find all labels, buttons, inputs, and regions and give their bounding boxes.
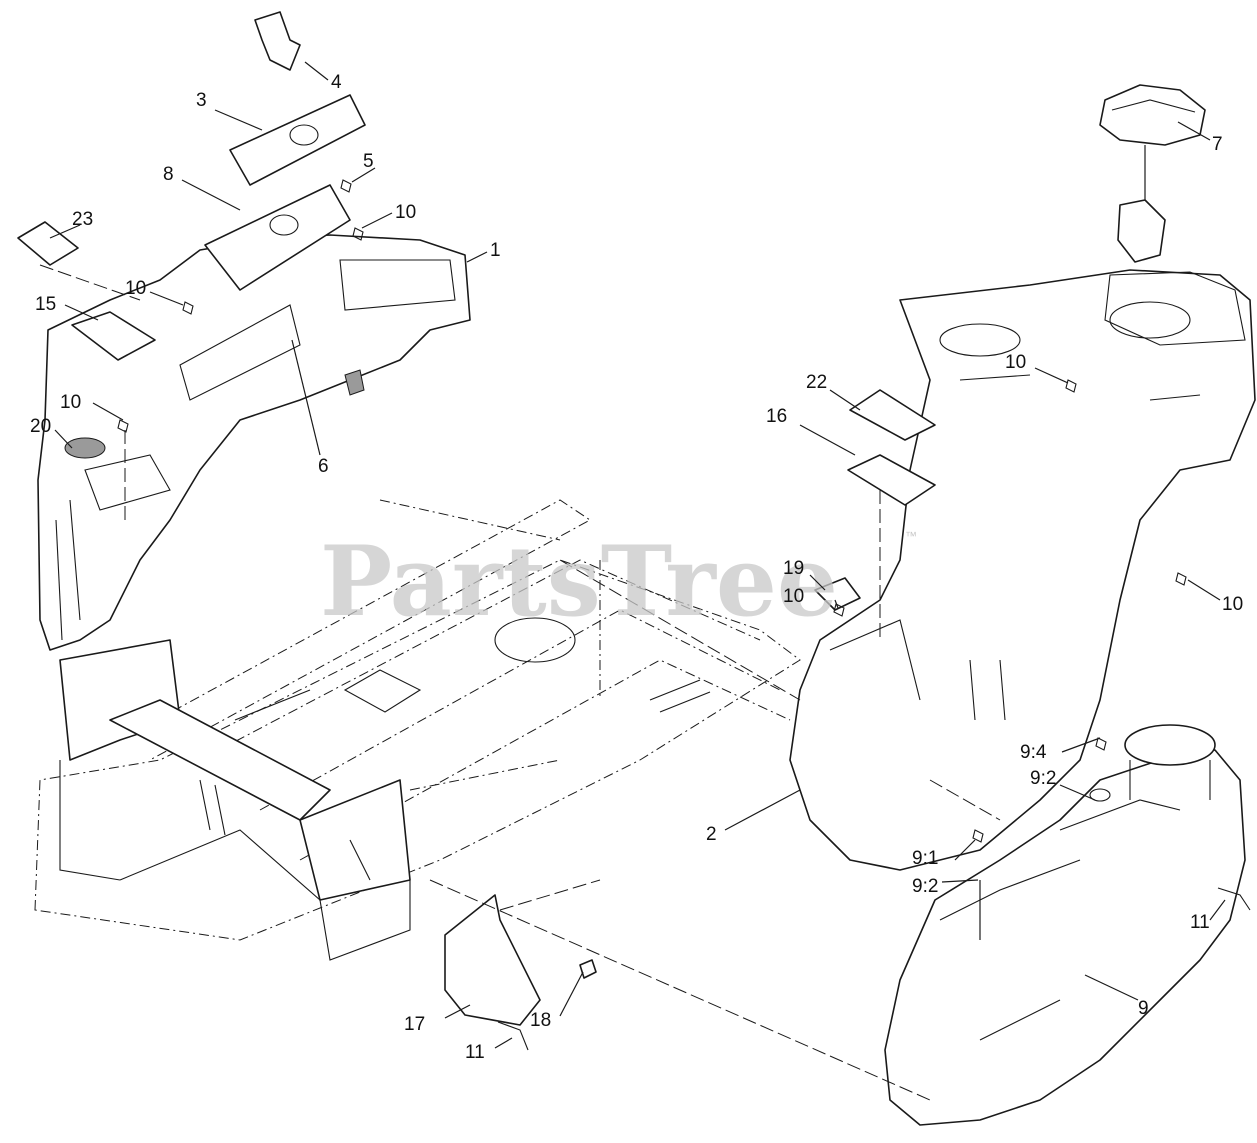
callout-22: 22	[806, 372, 827, 393]
callout-10-top: 10	[395, 202, 416, 223]
part-20-pad	[64, 437, 106, 459]
assembly-lines	[39, 264, 1001, 1101]
callout-8: 8	[163, 164, 174, 185]
callout-9-1: 9:1	[912, 848, 938, 869]
callout-9-4: 9:4	[1020, 742, 1047, 763]
watermark: PartsTree ™	[320, 525, 917, 638]
callout-10-right: 10	[1222, 594, 1243, 615]
callout-20: 20	[30, 416, 51, 437]
callout-9-2-lower: 9:2	[912, 876, 938, 897]
callout-6: 6	[318, 456, 329, 477]
callout-23: 23	[72, 209, 93, 230]
callout-4: 4	[331, 72, 342, 93]
callout-9: 9	[1138, 998, 1149, 1019]
part-23-decal	[17, 221, 79, 266]
leader-lines	[49, 61, 1226, 1049]
callout-16: 16	[766, 406, 787, 427]
watermark-brand: PartsTree	[320, 525, 838, 638]
callout-19: 19	[783, 558, 804, 579]
callout-1: 1	[490, 240, 501, 261]
callout-10-right-top: 10	[1005, 352, 1026, 373]
part-9-fuel-tank	[884, 724, 1246, 1126]
part-11-clips	[497, 887, 1251, 1051]
callout-10-lower-left: 10	[60, 392, 81, 413]
part-fasteners	[117, 179, 1187, 843]
part-4-lever-knob	[254, 11, 301, 71]
part-16-bracket	[847, 454, 936, 506]
callout-18: 18	[530, 1010, 551, 1031]
callout-9-2-upper: 9:2	[1030, 768, 1056, 789]
chassis-frame	[34, 499, 801, 961]
callout-11-bottom: 11	[465, 1042, 485, 1063]
callout-7: 7	[1212, 134, 1223, 155]
callout-labels: 1 2 3 4 5 6 7 8 9 9:1 9:2 9:2 9:4 10 10 …	[30, 72, 1243, 1063]
callout-15: 15	[35, 294, 56, 315]
part-15-bracket	[71, 311, 156, 361]
callout-10-center: 10	[783, 586, 804, 607]
part-18-bolt	[579, 959, 597, 979]
callout-17: 17	[404, 1014, 425, 1035]
callout-10-left: 10	[125, 278, 146, 299]
callout-2: 2	[706, 824, 717, 845]
part-2-console-right	[789, 269, 1256, 871]
part-17-bracket	[444, 894, 541, 1026]
part-19-pad	[814, 577, 861, 611]
part-3-control-plate	[229, 94, 366, 186]
part-7-fuel-cap	[1099, 84, 1246, 346]
part-22-decal	[849, 389, 936, 441]
callout-3: 3	[196, 90, 207, 111]
part-8-panel	[204, 184, 351, 291]
callout-5: 5	[363, 151, 374, 172]
watermark-trademark: ™	[905, 529, 917, 543]
callout-11-right: 11	[1190, 912, 1210, 933]
